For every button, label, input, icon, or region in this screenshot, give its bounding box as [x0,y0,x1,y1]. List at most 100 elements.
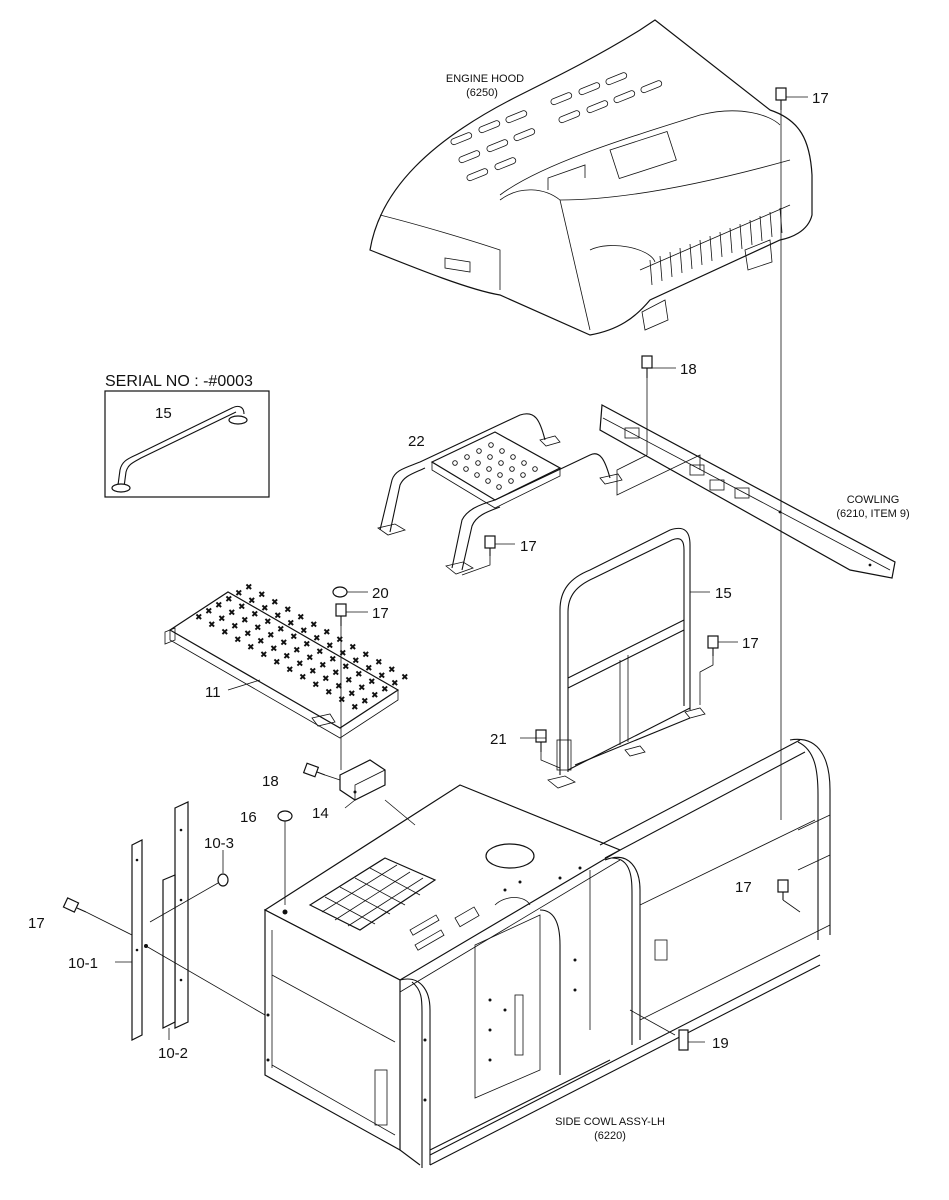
plate-perforation: ✖ [205,607,213,617]
part-14: 14 [312,805,329,822]
plate-perforation: ✖ [257,637,265,647]
plate-perforation: ✖ [319,661,327,671]
plate-perforation: ✖ [322,675,330,685]
plate-perforation: ✖ [245,583,253,593]
plate-perforation: ✖ [362,651,370,661]
plate-perforation: ✖ [228,609,236,619]
plate-perforation: ✖ [391,679,399,689]
part-15-inset: 15 [155,405,172,422]
cowling-rail [599,404,896,579]
plate-perforation: ✖ [297,613,305,623]
plate-perforation: ✖ [251,610,259,620]
plate-perforation: ✖ [336,636,344,646]
part-17-left: 17 [28,915,45,932]
plate-perforation: ✖ [361,697,369,707]
side-cowl-frame [263,738,831,1168]
step-holes [452,442,538,490]
part-19: 19 [712,1035,729,1052]
cowling-code: (6210, ITEM 9) [836,508,909,520]
part-18-bracket: 18 [262,773,279,790]
plate-perforation: ✖ [258,591,266,601]
plate-perforation: ✖ [368,678,376,688]
part-11: 11 [205,684,221,701]
plate-perforation: ✖ [290,633,298,643]
callout-labels: ENGINE HOOD (6250) COWLING (6210, ITEM 9… [105,73,910,1142]
plate-perforation: ✖ [401,673,409,683]
plate-perforation: ✖ [215,601,223,611]
part-10-2: 10-2 [158,1045,188,1062]
part-number-labels: 17 18 15 22 17 20 17 15 17 11 21 18 14 1… [28,90,829,1062]
plate-perforation: ✖ [286,666,294,676]
plate-perforation: ✖ [221,628,229,638]
plate-perforation: ✖ [342,663,350,673]
handrail [547,527,706,789]
part-17-rail: 17 [742,635,759,652]
part-21: 21 [490,731,507,748]
plate-perforation: ✖ [381,685,389,695]
plate-perforation: ✖ [274,612,282,622]
engine-hood-label: ENGINE HOOD [446,73,524,85]
plate-perforation: ✖ [195,613,203,623]
plate-perforation: ✖ [231,622,239,632]
side-cowl-code: (6220) [594,1130,626,1142]
plate-perforation: ✖ [280,639,288,649]
part-15-rail: 15 [715,585,732,602]
plate-perforation: ✖ [323,628,331,638]
plate-perforation: ✖ [348,690,356,700]
plate-perforation: ✖ [299,673,307,683]
plate-perforation: ✖ [293,646,301,656]
plate-perforation: ✖ [244,630,252,640]
plate-perforation: ✖ [273,658,281,668]
plate-perforation: ✖ [365,664,373,674]
plate-perforation: ✖ [326,642,334,652]
plate-perforation: ✖ [271,598,279,608]
plate-perforation: ✖ [254,624,262,634]
plate-perforation: ✖ [300,627,308,637]
part-17-plate: 17 [372,605,389,622]
part-10-3: 10-3 [204,835,234,852]
plate-perforation: ✖ [378,672,386,682]
hood-vents-top [450,72,663,182]
cover-strips [131,801,189,1041]
step-assembly [377,413,623,575]
floor-plate-holes: ✖✖✖✖✖✖✖✖✖✖✖✖✖✖✖✖✖✖✖✖✖✖✖✖✖✖✖✖✖✖✖✖✖✖✖✖✖✖✖✖… [195,583,409,713]
plate-perforation: ✖ [264,618,272,628]
plate-perforation: ✖ [312,681,320,691]
engine-hood [369,19,813,336]
plate-perforation: ✖ [267,631,275,641]
cowling-label: COWLING [847,494,900,506]
serial-number-label: SERIAL NO : -#0003 [105,373,253,390]
plate-perforation: ✖ [287,619,295,629]
plate-perforation: ✖ [329,655,337,665]
plate-perforation: ✖ [339,649,347,659]
plate-perforation: ✖ [355,670,363,680]
plate-perforation: ✖ [310,621,318,631]
plate-perforation: ✖ [208,621,216,631]
part-18-top: 18 [680,361,697,378]
part-10-1: 10-1 [68,955,98,972]
plate-perforation: ✖ [358,684,366,694]
plate-perforation: ✖ [345,676,353,686]
plate-perforation: ✖ [332,669,340,679]
plate-perforation: ✖ [325,688,333,698]
plate-perforation: ✖ [306,654,314,664]
engine-hood-code: (6250) [466,87,498,99]
plate-perforation: ✖ [284,606,292,616]
plate-perforation: ✖ [303,640,311,650]
plate-perforation: ✖ [225,595,233,605]
plate-perforation: ✖ [338,696,346,706]
plate-perforation: ✖ [351,703,359,713]
plate-perforation: ✖ [371,691,379,701]
plate-perforation: ✖ [309,667,317,677]
plate-perforation: ✖ [283,652,291,662]
plate-perforation: ✖ [247,643,255,653]
plate-perforation: ✖ [335,682,343,692]
part-16: 16 [240,809,257,826]
plate-perforation: ✖ [261,604,269,614]
plate-perforation: ✖ [349,643,357,653]
part-17-step: 17 [520,538,537,555]
hood-vents-side [649,207,783,286]
plate-perforation: ✖ [388,666,396,676]
bracket [339,759,386,801]
plate-perforation: ✖ [375,658,383,668]
